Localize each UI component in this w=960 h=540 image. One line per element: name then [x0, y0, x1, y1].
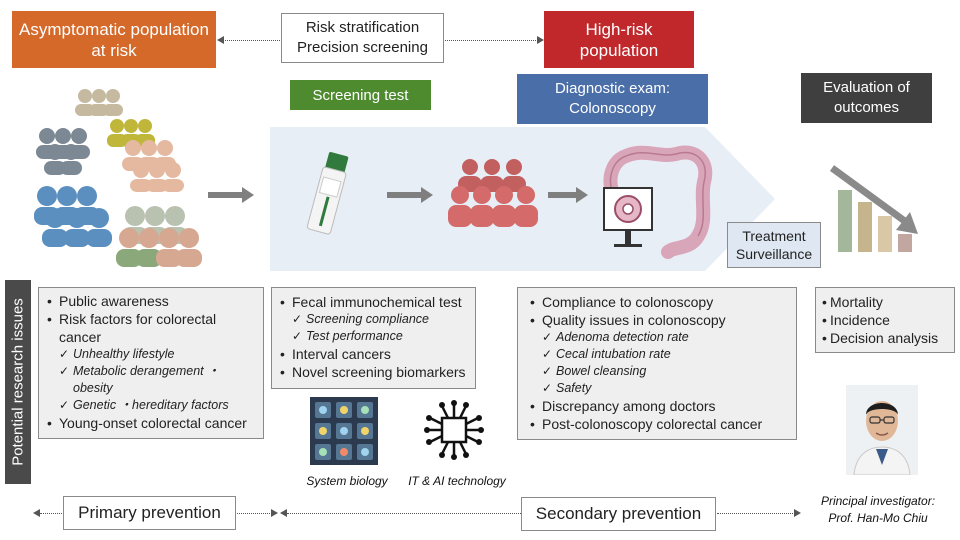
arrow-to-screening-icon [208, 187, 254, 203]
research-box-screening: Fecal immunochemical test Screening comp… [271, 287, 476, 389]
treatment-surveillance-box: Treatment Surveillance [727, 222, 821, 268]
people-group-beige-icon [75, 89, 123, 116]
header-asymptomatic-label: Asymptomatic population at risk [19, 19, 209, 60]
research-box-primary: Public awareness Risk factors for colore… [38, 287, 264, 439]
sub-list-item: Unhealthy lifestyle [45, 346, 257, 363]
arrowhead-right-1 [537, 36, 544, 44]
list-item: Interval cancers [278, 345, 469, 363]
declining-outcomes-icon [829, 165, 918, 252]
header-screening-test: Screening test [290, 80, 431, 110]
list-item: Fecal immunochemical test [278, 293, 469, 311]
header-diagnostic-exam-label: Diagnostic exam: Colonoscopy [554, 80, 671, 117]
sub-list-item: Bowel cleansing [528, 363, 786, 380]
header-risk-stratification: Risk stratification Precision screening [281, 13, 444, 63]
system-biology-icon [310, 397, 378, 465]
high-risk-people-icon [448, 159, 538, 227]
header-high-risk-label: High-risk population [579, 19, 659, 60]
list-item: Decision analysis [820, 329, 950, 347]
sub-list-item: Cecal intubation rate [528, 346, 786, 363]
arrow-to-high-risk-icon [387, 187, 433, 203]
list-item: Young-onset colorectal cancer [45, 414, 257, 432]
principal-investigator-photo [846, 385, 918, 475]
dotted-line-primary-left [40, 513, 62, 514]
header-high-risk: High-risk population [544, 11, 694, 68]
header-risk-stratification-label: Risk stratification Precision screening [297, 19, 428, 56]
it-ai-technology-icon [424, 400, 484, 460]
people-group-sage-icon [116, 206, 202, 267]
sub-list-item: Metabolic derangement ・obesity [45, 363, 257, 397]
list-item: Novel screening biomarkers [278, 363, 469, 381]
list-item: Compliance to colonoscopy [528, 293, 786, 311]
arrowhead-right-secondary [794, 509, 801, 517]
it-ai-caption: IT & AI technology [408, 474, 506, 488]
sub-list-item: Screening compliance [278, 311, 469, 328]
header-diagnostic-exam: Diagnostic exam: Colonoscopy [517, 74, 708, 124]
dotted-line-secondary-left [287, 513, 521, 514]
list-item: Post-colonoscopy colorectal cancer [528, 415, 786, 433]
people-group-blue-icon [34, 186, 112, 247]
dotted-connector-2 [445, 40, 538, 41]
secondary-prevention-box: Secondary prevention [521, 497, 716, 531]
list-item: Risk factors for colorectal cancer [45, 310, 257, 346]
system-biology-caption: System biology [306, 474, 388, 488]
research-box-outcomes: Mortality Incidence Decision analysis [815, 287, 955, 353]
colonoscopy-monitor-icon [603, 145, 713, 259]
research-box-colonoscopy: Compliance to colonoscopy Quality issues… [517, 287, 797, 440]
fit-test-tube-icon [306, 152, 349, 235]
arrowhead-left-primary [33, 509, 40, 517]
treatment-surveillance-label: Treatment Surveillance [735, 228, 813, 262]
sub-list-item: Test performance [278, 328, 469, 345]
list-item: Quality issues in colonoscopy [528, 311, 786, 329]
sub-list-item: Safety [528, 380, 786, 397]
people-group-peach-icon [122, 140, 184, 192]
primary-prevention-label: Primary prevention [78, 503, 221, 522]
potential-research-issues-bar: Potential research issues [5, 280, 31, 484]
header-screening-test-label: Screening test [312, 86, 409, 104]
arrowhead-right-primary [271, 509, 278, 517]
sub-list-item: Adenoma detection rate [528, 329, 786, 346]
people-group-gray-icon [36, 128, 90, 175]
list-item: Mortality [820, 293, 950, 311]
potential-research-issues-label: Potential research issues [9, 298, 27, 466]
header-evaluation-label: Evaluation of outcomes [823, 79, 910, 116]
pi-caption-line2: Prof. Han-Mo Chiu [828, 511, 928, 525]
list-item: Discrepancy among doctors [528, 397, 786, 415]
population-crowd-illustration [34, 89, 202, 267]
secondary-prevention-label: Secondary prevention [535, 504, 702, 523]
pi-caption-line1: Principal investigator: [820, 494, 936, 508]
list-item: Incidence [820, 311, 950, 329]
dotted-connector-1 [223, 40, 280, 41]
arrowhead-left-secondary [280, 509, 287, 517]
dotted-line-secondary-right [717, 513, 795, 514]
primary-prevention-box: Primary prevention [63, 496, 236, 530]
sub-list-item: Genetic ・hereditary factors [45, 397, 257, 414]
header-evaluation: Evaluation of outcomes [801, 73, 932, 123]
arrowhead-left-1 [217, 36, 224, 44]
header-asymptomatic: Asymptomatic population at risk [12, 11, 216, 68]
arrow-to-colonoscopy-icon [548, 187, 588, 203]
dotted-line-primary-right [237, 513, 272, 514]
list-item: Public awareness [45, 292, 257, 310]
